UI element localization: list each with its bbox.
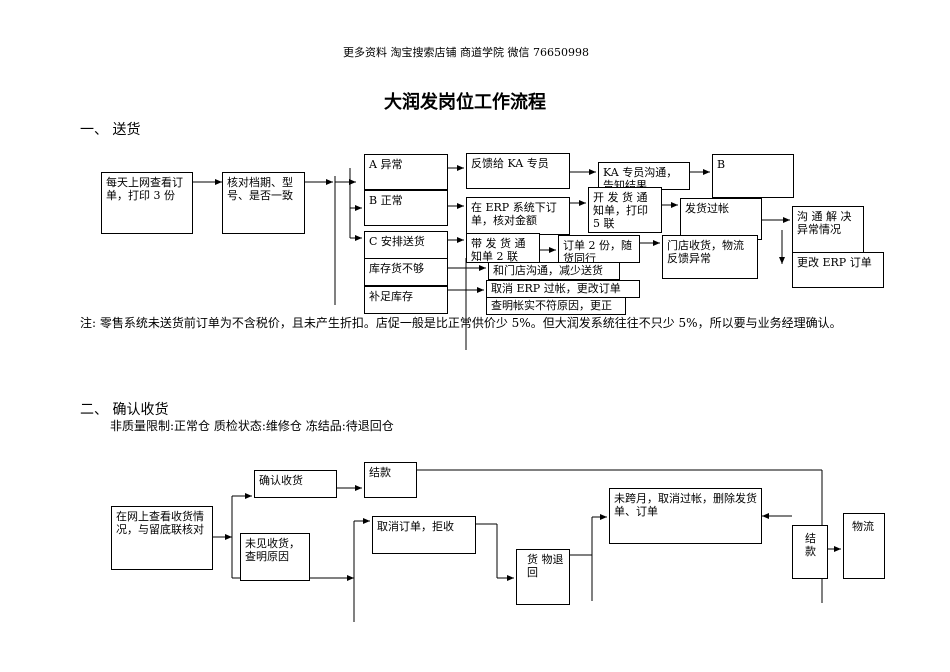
box-issue-delivery-notice: 开 发 货 通 知单，打印 5 联 — [588, 187, 662, 233]
box-verify-schedule: 核对档期、型号、是否一致 — [222, 172, 305, 234]
box-not-received-investigate: 未见收货，查明原因 — [240, 533, 310, 581]
box-erp-place-order: 在 ERP 系统下订单，核对金额 — [466, 197, 570, 235]
box-confirm-receipt: 确认收货 — [254, 470, 337, 498]
box-stock-insufficient: 库存货不够 — [364, 258, 448, 286]
page-title: 大润发岗位工作流程 — [384, 92, 546, 113]
header-line: 更多资料 淘宝搜索店铺 商道学院 微信 76650998 — [343, 46, 589, 59]
box-store-reduce-delivery: 和门店沟通，减少送货 — [488, 262, 620, 280]
box-cancel-posting-delete: 未跨月，取消过帐，删除发货单、订单 — [609, 488, 762, 544]
box-ka-communicate: KA 专员沟通，告知结果 — [598, 162, 690, 190]
box-cancel-order-reject: 取消订单，拒收 — [372, 516, 476, 554]
box-a-abnormal: A 异常 — [364, 154, 448, 190]
section1-heading: 一、 送货 — [80, 122, 141, 138]
box-settlement: 结款 — [364, 462, 417, 498]
box-bring-delivery-notice: 带 发 货 通 知单 2 联 — [466, 233, 540, 263]
box-replenish-stock: 补足库存 — [364, 286, 448, 314]
box-shipment-posting: 发货过帐 — [680, 198, 762, 240]
box-change-erp-order: 更改 ERP 订单 — [792, 252, 884, 288]
box-check-orders-online: 每天上网查看订单，打印 3 份 — [101, 172, 193, 234]
box-feedback-ka: 反馈给 KA 专员 — [466, 153, 570, 189]
box-logistics: 物流 — [843, 513, 885, 579]
section2-subtitle: 非质量限制:正常仓 质检状态:维修仓 冻结品:待退回仓 — [110, 419, 394, 433]
box-settlement-2: 结款 — [792, 525, 828, 579]
box-c-arrange-delivery: C 安排送货 — [364, 231, 448, 259]
box-check-receipt-online: 在网上查看收货情况，与留底联核对 — [111, 506, 213, 570]
box-communicate-resolve: 沟 通 解 决 异常情况 — [792, 206, 864, 254]
box-b-outcome: B — [712, 154, 794, 198]
section2-heading: 二、 确认收货 — [80, 402, 169, 418]
section1-note: 注: 零售系统未送货前订单为不含税价，且未产生折扣。店促一般是比正常供价少 5%… — [80, 316, 842, 330]
box-b-normal: B 正常 — [364, 190, 448, 226]
box-cancel-erp-posting: 取消 ERP 过帐，更改订单 — [486, 280, 640, 298]
box-goods-returned: 货 物退回 — [516, 549, 570, 605]
box-store-receive-feedback: 门店收货，物流反馈异常 — [662, 235, 758, 279]
box-order-two-copies: 订单 2 份，随货同行 — [558, 235, 640, 263]
box-check-account-mismatch: 查明帐实不符原因，更正 — [486, 297, 626, 315]
